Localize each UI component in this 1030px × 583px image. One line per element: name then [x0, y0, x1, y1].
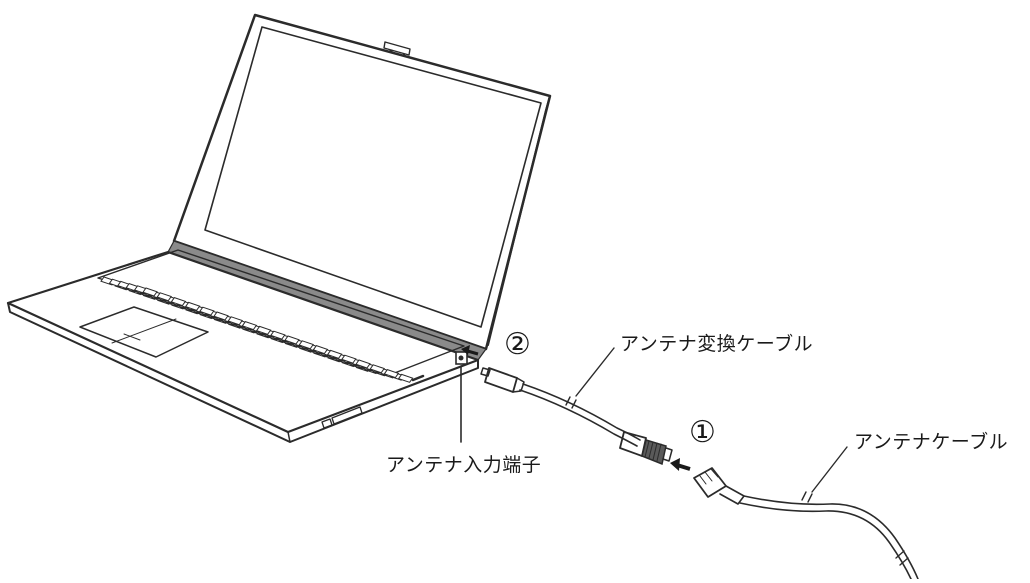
arrow-1-icon [670, 458, 691, 471]
keyboard-key [184, 301, 201, 311]
keyboard-key [255, 325, 272, 335]
keyboard-key [199, 306, 215, 316]
step-1-marker: ① [689, 415, 716, 450]
keyboard-key [326, 349, 343, 359]
keyboard-key [142, 287, 158, 297]
laptop [6, 13, 552, 443]
keyboard-key [369, 364, 385, 374]
keyboard-key [156, 292, 172, 302]
leader-antenna-conversion-cable [575, 347, 615, 397]
keyboard-key [170, 297, 187, 307]
label-antenna-input-terminal: アンテナ入力端子 [386, 454, 542, 476]
laptop-display [204, 26, 542, 328]
label-antenna-conversion-cable: アンテナ変換ケーブル [620, 333, 814, 355]
antenna-conversion-cable [480, 367, 673, 466]
keyboard-key [341, 354, 357, 364]
keyboard-key [397, 373, 414, 383]
webcam-icon [383, 41, 411, 56]
keyboard-key [227, 316, 243, 326]
leader-antenna-cable [811, 446, 848, 493]
keyboard-key [241, 321, 258, 331]
keyboard-key [270, 330, 286, 340]
keyboard-key [213, 311, 229, 321]
laptop-base [6, 250, 480, 434]
keyboard-key [312, 345, 329, 355]
keyboard-key [383, 369, 400, 379]
side-ports [321, 374, 425, 429]
keyboard-keys [100, 276, 414, 383]
antenna-cable [693, 467, 919, 580]
keyboard-key [298, 340, 314, 350]
touchpad [79, 306, 209, 358]
laptop-lid [172, 13, 552, 351]
label-antenna-cable: アンテナケーブル [854, 431, 1009, 453]
keyboard-key [284, 335, 300, 345]
step-2-marker: ② [504, 327, 531, 362]
keyboard-key [355, 359, 371, 369]
arrow-2-icon [461, 345, 479, 356]
